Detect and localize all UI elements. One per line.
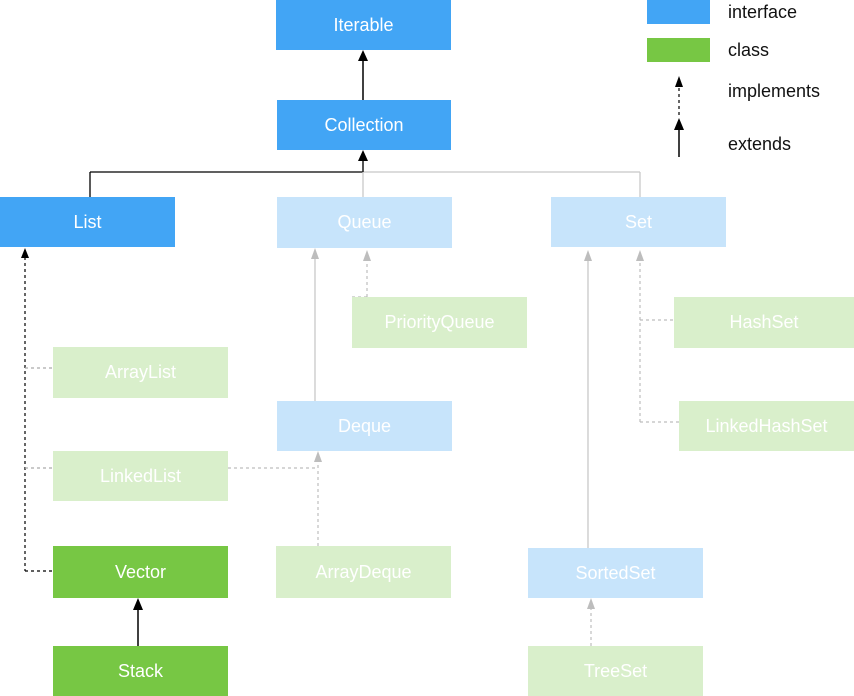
legend-implements-arrowhead (675, 76, 683, 87)
node-queue: Queue (277, 197, 452, 248)
node-tree-set: TreeSet (528, 646, 703, 696)
node-vector: Vector (53, 546, 228, 598)
arrowhead-queue-b (363, 250, 371, 261)
node-sorted-set: SortedSet (528, 548, 703, 598)
legend-interface-label: interface (728, 2, 798, 22)
node-set: Set (551, 197, 726, 247)
legend-extends-label: extends (728, 134, 792, 154)
arrowhead-queue-a (311, 248, 319, 259)
arrowhead-vector (133, 598, 143, 610)
node-linked-hash-set: LinkedHashSet (679, 401, 854, 451)
arrowhead-sortedset (587, 598, 595, 609)
arrowhead-deque (314, 451, 322, 462)
arrowhead-collection (358, 150, 368, 161)
legend-class-label: class (728, 40, 770, 60)
legend-interface-swatch (647, 0, 710, 24)
node-linked-list: LinkedList (53, 451, 228, 501)
node-array-list: ArrayList (53, 347, 228, 398)
arrowhead-iterable (358, 50, 368, 61)
node-array-deque: ArrayDeque (276, 546, 451, 598)
node-deque: Deque (277, 401, 452, 451)
arrowhead-set-b (636, 250, 644, 261)
node-list: List (0, 197, 175, 247)
legend-implements-label: implements (728, 81, 821, 101)
node-collection: Collection (277, 100, 451, 150)
arrowhead-list (21, 248, 29, 258)
node-stack: Stack (53, 646, 228, 696)
legend-extends-arrowhead (674, 118, 684, 130)
node-iterable: Iterable (276, 0, 451, 50)
node-hash-set: HashSet (674, 297, 854, 348)
legend-class-swatch (647, 38, 710, 62)
arrowhead-set-a (584, 250, 592, 261)
node-priority-queue: PriorityQueue (352, 297, 527, 348)
